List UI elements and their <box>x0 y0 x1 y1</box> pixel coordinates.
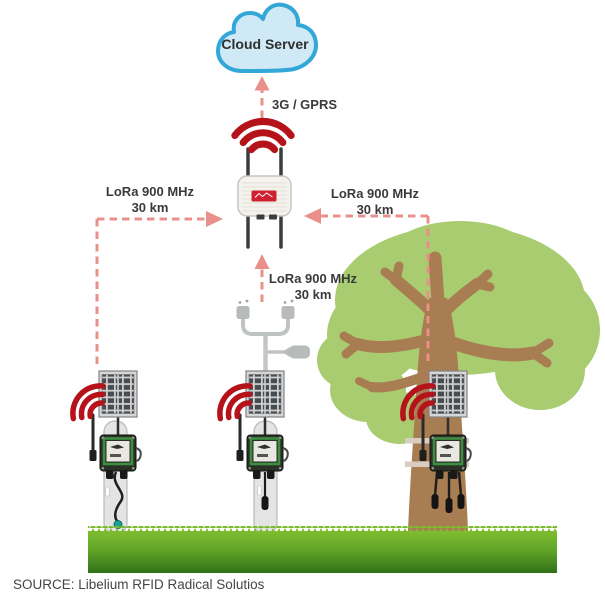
lora-bottom-label-line1: LoRa 900 MHz <box>269 271 358 286</box>
sensor-node-left <box>65 371 141 479</box>
source-caption: SOURCE: Libelium RFID Radical Solutios <box>13 577 265 592</box>
sensor-node-middle <box>212 371 288 479</box>
lora-right-label-line1: LoRa 900 MHz <box>331 186 420 201</box>
gateway-wifi-icon <box>235 121 291 149</box>
lora-right-arrow <box>304 208 430 365</box>
sensor-probes-tree <box>431 471 465 513</box>
weather-station-icon <box>236 299 310 374</box>
lora-left-label-line2: 30 km <box>132 200 169 215</box>
lora-left-arrow <box>95 211 223 367</box>
backhaul-link-arrow <box>254 76 270 118</box>
gateway-logo <box>251 190 277 202</box>
sensor-probe-middle <box>257 472 269 510</box>
lora-left-label-line1: LoRa 900 MHz <box>106 184 195 199</box>
lora-bottom-label-line2: 30 km <box>295 287 332 302</box>
lora-gateway-device <box>235 121 291 249</box>
lora-bottom-arrow <box>254 254 270 302</box>
grass-strip <box>88 526 557 573</box>
gateway-antennas <box>246 147 283 249</box>
lora-right-label-line2: 30 km <box>357 202 394 217</box>
gateway-ribs <box>242 182 287 212</box>
cloud-icon <box>216 2 318 74</box>
backhaul-label: 3G / GPRS <box>272 97 337 112</box>
cloud-label: Cloud Server <box>221 36 309 52</box>
